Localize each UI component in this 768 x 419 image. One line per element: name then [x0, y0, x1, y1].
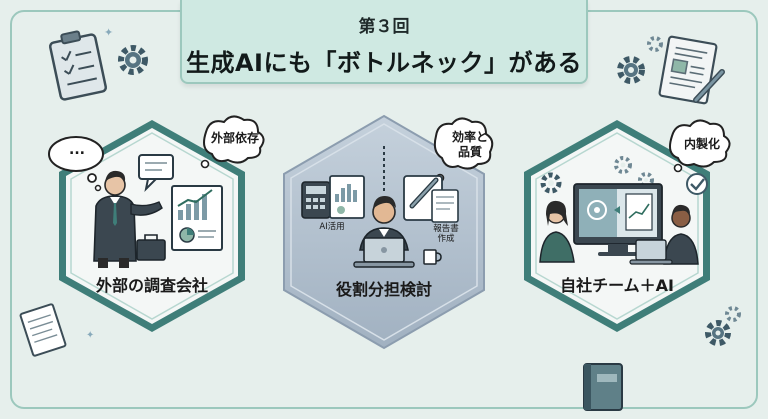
gear-icon: [614, 156, 632, 174]
calculator-icon: [301, 181, 331, 219]
report-note-line1: 報告書: [433, 224, 459, 234]
external-research-label: 外部の調査会社: [95, 276, 208, 295]
consultant-figure: [93, 170, 163, 268]
role-division-label: 役割分担検討: [335, 280, 432, 299]
quality-label: 品質: [457, 145, 482, 159]
gear-icon: [647, 36, 663, 52]
ai-usage-note: AI活用: [319, 222, 345, 232]
laptop-icon: [629, 239, 673, 265]
report-pencil-icon: [403, 175, 459, 223]
document-icon: [658, 35, 718, 105]
cloud-bubble-inhouse: [669, 119, 731, 173]
gear-icon: [705, 320, 731, 346]
gear-icon: [725, 306, 741, 322]
document-icon: [19, 303, 67, 357]
speech-bubble-external: [138, 154, 174, 193]
report-note-line2: 作成: [437, 234, 455, 244]
team-member-figure: [539, 200, 575, 263]
thought-dots: ...: [69, 142, 85, 158]
inhouse-team-ai-label: 自社チーム＋AI: [560, 276, 674, 295]
svg-text:✦: ✦: [104, 26, 113, 39]
title-banner: 第３回 生成AIにも「ボトルネック」がある: [180, 0, 588, 84]
chart-board-icon: [171, 185, 223, 251]
headline: 生成AIにも「ボトルネック」がある: [185, 49, 582, 77]
pen-icon: [693, 69, 725, 103]
gear-icon: [617, 56, 645, 84]
coffee-cup-icon: [423, 249, 442, 265]
efficiency-label: 効率と: [451, 130, 488, 144]
ai-monitor-icon: [573, 183, 663, 256]
book-icon: [583, 363, 623, 411]
planner-figure: [353, 196, 415, 268]
episode-label: 第３回: [358, 17, 410, 37]
gear-icon: [118, 45, 148, 75]
cloud-bubble-dependency: [200, 115, 265, 169]
svg-text:✦: ✦: [86, 330, 94, 341]
gear-icon: [540, 172, 562, 194]
team-member-figure: [663, 204, 699, 265]
inhouse-label: 内製化: [683, 137, 720, 151]
checkmark-icon: [686, 173, 708, 195]
analytics-board-icon: [329, 175, 365, 219]
gear-icon: [638, 172, 654, 188]
external-dependency-label: 外部依存: [210, 131, 259, 145]
thought-bubble: [48, 136, 104, 192]
clipboard-icon: [48, 30, 108, 101]
briefcase-icon: [136, 234, 166, 261]
